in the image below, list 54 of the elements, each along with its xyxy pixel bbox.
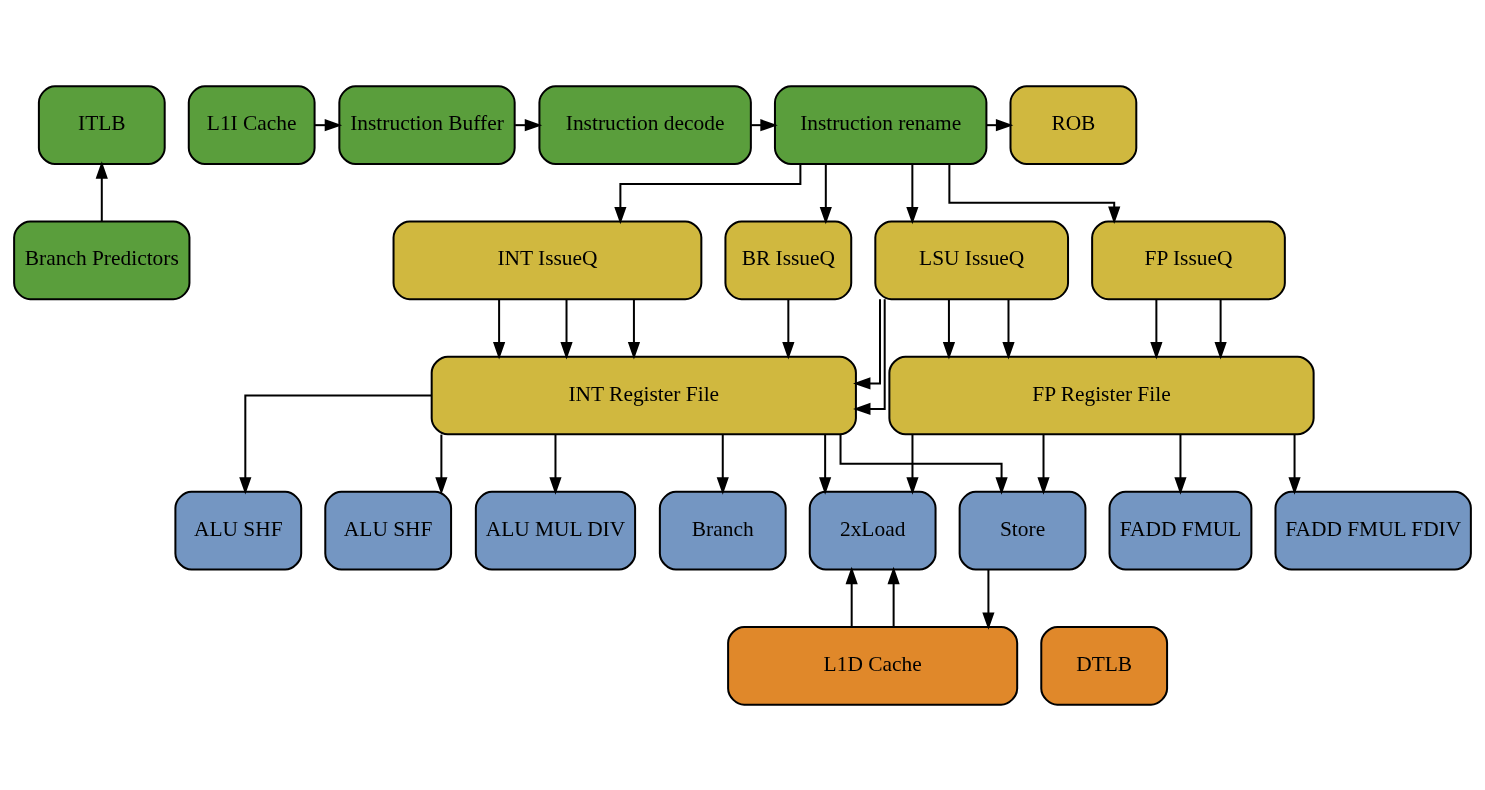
node-box: ITLB: [37, 84, 166, 165]
node-box: L1I Cache: [187, 84, 316, 165]
node-box: DTLB: [1040, 625, 1169, 706]
node-box: ALU SHF: [324, 490, 453, 570]
arrow: [515, 118, 543, 131]
node-box: 2xLoad: [808, 490, 937, 570]
arrow: [560, 298, 573, 360]
arrow: [549, 434, 562, 495]
arrow: [627, 298, 641, 360]
arrow: [845, 566, 858, 627]
node-box: FP Register File: [888, 355, 1315, 435]
node-box: Instruction decode: [538, 84, 752, 165]
node-box: L1D Cache: [727, 625, 1019, 706]
arrow: [906, 434, 919, 495]
arrow: [95, 160, 108, 221]
arrow: [906, 163, 919, 224]
arrow: [1174, 434, 1187, 495]
arrow: [435, 434, 448, 495]
node-box: BR IssueQ: [724, 220, 853, 300]
arrow: [942, 298, 956, 360]
arrow: [1002, 298, 1015, 360]
arrow: [614, 163, 802, 224]
node-box: FADD FMUL: [1108, 490, 1253, 570]
node-box: Instruction Buffer: [338, 84, 516, 165]
node-box: ROB: [1009, 84, 1138, 165]
arrow: [948, 163, 1121, 224]
arrow: [887, 566, 900, 627]
node-box: ALU MUL DIV: [474, 490, 637, 570]
arrow: [839, 433, 1008, 495]
node-box: ALU SHF: [174, 490, 303, 570]
node-box: LSU IssueQ: [874, 220, 1070, 300]
arrow: [1214, 298, 1227, 360]
arrow: [853, 298, 886, 415]
arrow: [1288, 434, 1301, 495]
node-box: FADD FMUL FDIV: [1274, 490, 1472, 570]
arrow: [716, 434, 729, 495]
node-box: INT Register File: [430, 355, 857, 435]
arrow: [819, 434, 832, 495]
arrow: [982, 569, 995, 630]
node-box: INT IssueQ: [392, 220, 703, 300]
node-box: Store: [958, 490, 1087, 570]
node-box: Branch Predictors: [13, 220, 191, 300]
arrow: [239, 394, 432, 495]
arrow: [493, 298, 506, 360]
arrow: [819, 163, 832, 224]
arrow: [1037, 434, 1050, 495]
node-box: Instruction rename: [773, 84, 988, 165]
arrow: [782, 298, 795, 360]
node-box: Branch: [658, 490, 787, 570]
arrow: [751, 118, 778, 131]
arrow: [314, 118, 343, 131]
arrow: [1150, 298, 1163, 360]
node-box: FP IssueQ: [1091, 220, 1286, 300]
arrow: [853, 298, 881, 390]
